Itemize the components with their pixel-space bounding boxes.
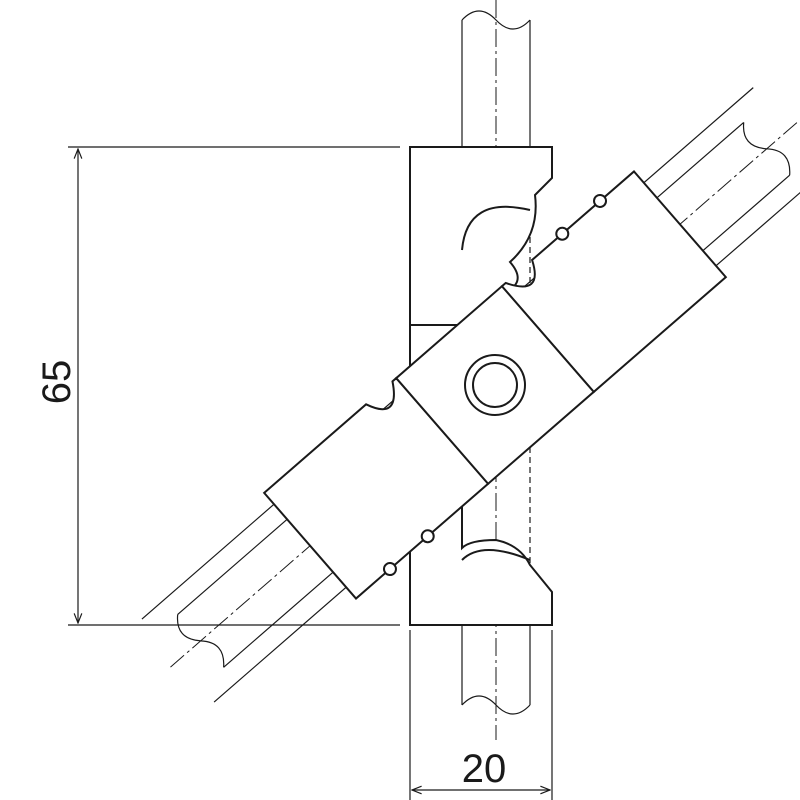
vertical-clamp-block [409,146,553,626]
diagonal-clamp-block [262,170,728,600]
width-dimension: 20 [409,630,553,800]
center-bolt [464,354,526,416]
height-dimension: 65 [35,146,400,626]
height-label: 65 [35,360,79,405]
width-label: 20 [462,747,507,791]
diagonal-assembly [141,87,800,703]
